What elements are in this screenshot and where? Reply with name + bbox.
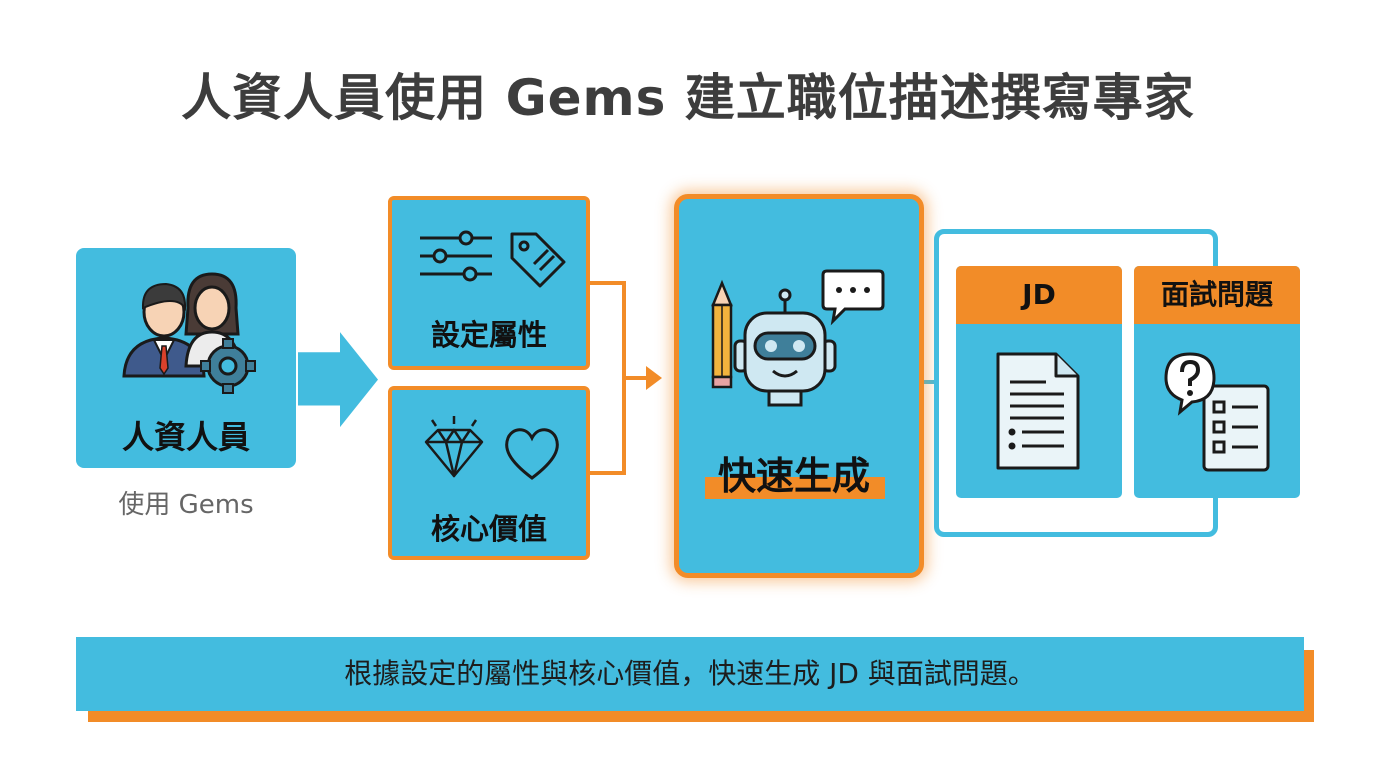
arrow-to-generator bbox=[646, 366, 662, 390]
attributes-node: 設定屬性 bbox=[388, 196, 590, 370]
jd-output-label: JD bbox=[956, 266, 1122, 324]
tag-icon bbox=[510, 232, 566, 288]
hr-staff-subtitle: 使用 Gems bbox=[118, 490, 254, 520]
robot-icon bbox=[733, 288, 837, 407]
connector-attr bbox=[590, 281, 626, 378]
sliders-icon bbox=[420, 230, 492, 282]
page-title: 人資人員使用 Gems 建立職位描述撰寫專家 bbox=[181, 69, 1195, 127]
interview-questions-card: 面試問題 bbox=[1134, 266, 1300, 498]
document-icon bbox=[996, 352, 1080, 470]
interview-questions-label: 面試問題 bbox=[1134, 266, 1300, 324]
generator-node: 快速生成 bbox=[674, 194, 924, 578]
generator-label-highlight bbox=[705, 477, 885, 499]
attributes-label: 設定屬性 bbox=[430, 318, 547, 352]
heart-icon bbox=[505, 428, 559, 480]
generator-label: 快速生成 bbox=[717, 454, 870, 498]
core-values-node: 核心價值 bbox=[388, 386, 590, 560]
connector-core bbox=[590, 378, 626, 475]
people-icon bbox=[122, 272, 256, 394]
core-values-label: 核心價值 bbox=[430, 512, 547, 546]
jd-output-card: JD bbox=[956, 266, 1122, 498]
summary-banner: 根據設定的屬性與核心價值，快速生成 JD 與面試問題。 bbox=[76, 637, 1304, 711]
diamond-icon bbox=[424, 416, 484, 478]
pencil-icon bbox=[711, 279, 733, 389]
arrow-hr-to-inputs bbox=[298, 332, 378, 428]
hr-staff-label: 人資人員 bbox=[121, 418, 250, 456]
hr-staff-node: 人資人員 bbox=[76, 248, 296, 468]
gear-icon bbox=[200, 338, 256, 394]
summary-text: 根據設定的屬性與核心價值，快速生成 JD 與面試問題。 bbox=[344, 657, 1036, 690]
speech-bubble-icon bbox=[821, 269, 885, 326]
question-checklist-icon bbox=[1164, 352, 1270, 472]
